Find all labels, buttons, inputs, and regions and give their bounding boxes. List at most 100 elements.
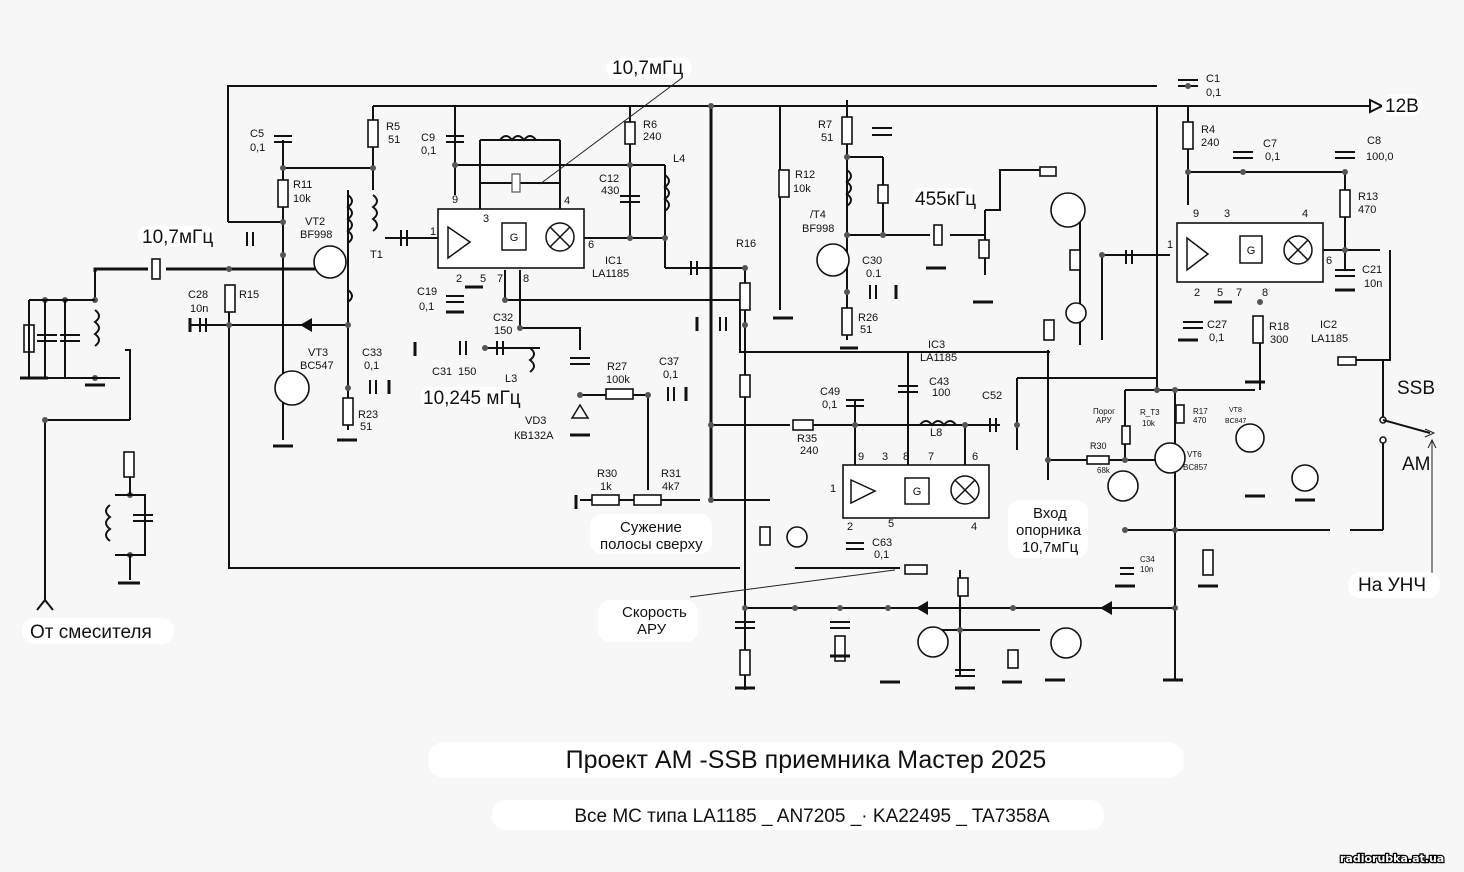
ic2-pin3: 3 (1224, 208, 1230, 220)
label-r31-value: 4k7 (662, 481, 680, 493)
ic1: G 1 2 3 4 5 6 7 8 9 IC1 LA1185 (430, 194, 629, 285)
label-c30-ref: C30 (862, 255, 882, 267)
transistors (274, 192, 1319, 659)
label-r26-value: 51 (860, 324, 872, 336)
annotation-ssb: SSB (1397, 378, 1435, 399)
label-c12-ref: C12 (599, 173, 619, 185)
label-c1-ref: C1 (1206, 73, 1220, 85)
label-c49-value: 0,1 (822, 399, 837, 411)
ic1-pin5: 5 (480, 273, 486, 285)
label-l8-ref: L8 (930, 427, 942, 439)
ic1-pin1: 1 (430, 226, 436, 238)
component-labels: C5 0,1 R11 10k R5 51 VT2 BF998 T1 C28 10… (188, 73, 1394, 574)
label-c34-ref: C34 (1140, 555, 1155, 564)
ic3-pin3: 3 (882, 451, 888, 463)
ic3-pin9: 9 (858, 451, 864, 463)
schematic-subtitle: Все МС типа LA1185 _ AN7205 _· KA22495 _… (574, 806, 1050, 827)
label-c43-value: 100 (932, 387, 950, 399)
label-c63-value: 0,1 (874, 549, 889, 561)
annotations: 10,7мГц 10,7мГц 455кГц 10,245 мГц 12В От… (22, 58, 1440, 644)
ic3-pin4: 4 (971, 521, 977, 533)
label-r13-value: 470 (1358, 204, 1376, 216)
ic1-pin2: 2 (456, 273, 462, 285)
label-r35-ref: R35 (797, 433, 817, 445)
annotation-freq-left: 10,7мГц (142, 227, 213, 248)
label-c21-ref: C21 (1362, 264, 1382, 276)
vt-bottom-fet-symbol (917, 626, 949, 658)
ic2: G 1 2 3 4 5 6 7 8 9 IC2 LA1185 (1167, 208, 1348, 345)
label-c28-ref: C28 (188, 289, 208, 301)
label-vt2-value: BF998 (300, 229, 332, 241)
wires (44, 71, 1433, 690)
annotation-to-amp: На УНЧ (1358, 575, 1426, 596)
label-r26-ref: R26 (858, 312, 878, 324)
led-symbol (1065, 302, 1087, 324)
ic3-gen-label: G (913, 486, 922, 498)
label-r17-value: 470 (1193, 416, 1207, 425)
label-l3-ref: L3 (505, 373, 517, 385)
ic1-pin3: 3 (483, 213, 489, 225)
label-r30-1-value: 1k (600, 481, 612, 493)
label-r7-ref: R7 (818, 119, 832, 131)
label-r7-value: 51 (821, 132, 833, 144)
watermark: radiorubka.at.ua (1340, 852, 1444, 865)
label-vt6-ref: VT6 (1187, 450, 1202, 459)
label-r13-ref: R13 (1358, 191, 1378, 203)
ic3-ref: IC3 (928, 339, 945, 351)
label-c27-ref: C27 (1207, 319, 1227, 331)
label-r5-ref: R5 (386, 121, 400, 133)
ic3-pin2: 2 (847, 521, 853, 533)
antenna-input-icon (36, 598, 54, 611)
label-r4-ref: R4 (1201, 124, 1215, 136)
label-c33-ref: C33 (362, 347, 382, 359)
crystal-455 (933, 224, 943, 246)
ic1-pin8: 8 (523, 273, 529, 285)
label-vt8-ref: VT8 (1229, 407, 1242, 414)
meter-symbol (1291, 464, 1319, 492)
label-r11-value: 10k (293, 193, 311, 205)
vt4-symbol (816, 243, 850, 277)
switch-contact-am (1379, 436, 1387, 444)
annotation-ref-input-2: опорника (1016, 522, 1082, 539)
label-r11-ref: R11 (293, 179, 312, 191)
label-c33-value: 0,1 (364, 360, 379, 372)
annotation-from-mixer: От смесителя (30, 622, 152, 643)
label-c37-ref: C37 (659, 356, 679, 368)
label-r27-ref: R27 (607, 361, 627, 373)
label-c27-value: 0,1 (1209, 332, 1224, 344)
label-agc-threshold-1: Порог (1093, 407, 1115, 416)
vt-agc-top-symbol (1050, 192, 1086, 228)
ic3-type: LA1185 (920, 352, 957, 364)
label-r30-1-ref: R30 (597, 468, 617, 480)
crystals (151, 173, 943, 280)
label-c19-value: 0,1 (419, 301, 434, 313)
label-c32-ref: C32 (493, 312, 513, 324)
ic2-pin5: 5 (1217, 287, 1223, 299)
ic3: G 1 2 3 4 5 6 7 8 9 IC3 LA1185 (830, 339, 990, 533)
vt3-symbol (274, 370, 310, 406)
ic2-type: LA1185 (1311, 333, 1348, 345)
ic1-ref: IC1 (605, 255, 622, 267)
ic2-pin4: 4 (1302, 208, 1308, 220)
ic1-pin4: 4 (564, 195, 570, 207)
label-r27-value: 100k (606, 374, 630, 386)
ground-symbols (20, 266, 1355, 690)
misc-symbols (28, 299, 1437, 611)
label-c32-value: 150 (494, 325, 512, 337)
label-r30-2-ref: R30 (1090, 441, 1107, 451)
schematic-title: Проект АМ -SSB приемника Мастер 2025 (566, 746, 1047, 774)
label-r4-value: 240 (1201, 137, 1219, 149)
label-r12-value: 10k (793, 183, 811, 195)
vt6-symbol (1154, 442, 1186, 474)
ic3-pin5: 5 (888, 518, 894, 530)
annotation-bandwidth-1: Сужение (620, 519, 682, 536)
crystal-10-7-ic1 (511, 173, 521, 193)
vt2-symbol (313, 245, 347, 279)
label-vd3-ref: VD3 (525, 415, 546, 427)
label-r23-ref: R23 (358, 409, 378, 421)
label-vt4-ref: /T4 (810, 209, 826, 221)
annotation-freq-10245: 10,245 мГц (423, 388, 521, 409)
ic1-gen-label: G (510, 232, 519, 244)
label-c7-value: 0,1 (1265, 151, 1280, 163)
label-c12-value: 430 (601, 185, 619, 197)
